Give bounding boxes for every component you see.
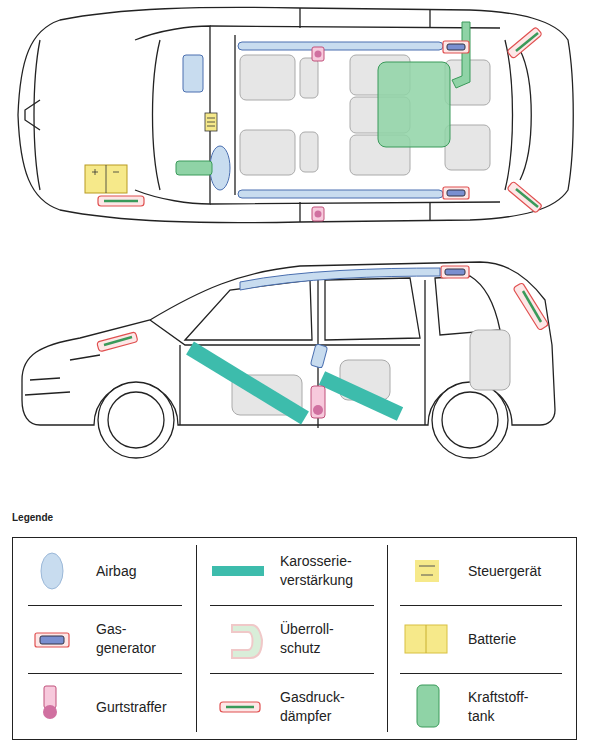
legend-label: Steuergerät — [468, 562, 568, 581]
legend-label: Gas- generator — [96, 620, 166, 658]
legend-label: Batterie — [468, 630, 568, 649]
legend-label: Kraftstoff- tank — [468, 688, 543, 726]
legend-swatch — [212, 566, 264, 576]
legend-label: Airbag — [96, 562, 186, 581]
legend-label: Gasdruck- dämpfer — [280, 688, 360, 726]
legend-label: Karosserie- verstärkung — [280, 552, 375, 590]
legend-heading: Legende — [12, 512, 53, 523]
legend-label: Überroll- schutz — [280, 620, 360, 658]
legend-label: Gurtstraffer — [96, 698, 191, 717]
